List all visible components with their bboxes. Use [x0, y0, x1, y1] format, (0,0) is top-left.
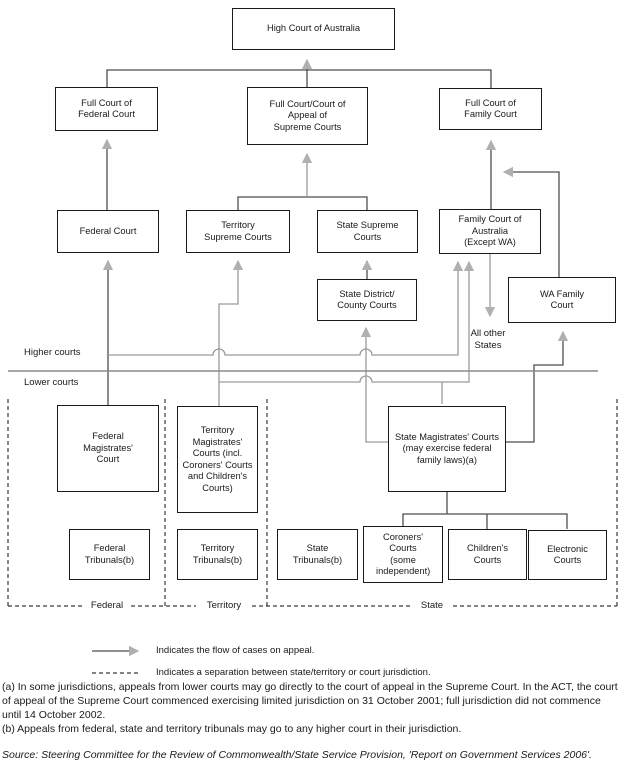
box-federal-tribunals: Federal Tribunals(b): [69, 529, 150, 580]
box-territory-magistrates: Territory Magistrates' Courts (incl. Cor…: [177, 406, 258, 513]
appeal-arrow-terrmagistrates-to-terrsupreme: [218, 259, 244, 406]
box-full-court-appeal-supreme: Full Court/Court of Appeal of Supreme Co…: [247, 87, 368, 145]
box-federal-court: Federal Court: [57, 210, 159, 253]
box-federal-magistrates: Federal Magistrates' Court: [57, 405, 159, 492]
box-state-tribunals: State Tribunals(b): [277, 529, 358, 580]
box-wa-family-court: WA Family Court: [508, 277, 616, 323]
footnotes: (a) In some jurisdictions, appeals from …: [2, 680, 622, 762]
box-electronic-courts: Electronic Courts: [528, 530, 607, 580]
label-jurisdiction-federal: Federal: [90, 600, 124, 611]
box-full-court-federal: Full Court of Federal Court: [55, 87, 158, 131]
connector-top-tree: [106, 69, 492, 88]
appeal-arrow-statemagistrates-to-wafamily: [506, 330, 569, 443]
box-full-court-family: Full Court of Family Court: [439, 88, 542, 130]
appeal-arrow-statemagistrates-to-district: [360, 326, 388, 443]
label-higher-courts: Higher courts: [24, 347, 81, 358]
box-childrens-courts: Children's Courts: [448, 529, 527, 580]
label-jurisdiction-territory: Territory: [206, 600, 242, 611]
box-coroners-courts: Coroners' Courts (some independent): [363, 526, 443, 583]
lower-courts-line: [219, 260, 475, 383]
footnote-b: (b) Appeals from federal, state and terr…: [2, 723, 462, 735]
label-all-other-states: All other States: [470, 328, 506, 351]
source-note: Source: Steering Committee for the Revie…: [2, 749, 592, 761]
box-territory-tribunals: Territory Tribunals(b): [177, 529, 258, 580]
label-jurisdiction-state: State: [420, 600, 444, 611]
box-state-magistrates: State Magistrates' Courts (may exercise …: [388, 406, 506, 492]
label-lower-courts: Lower courts: [24, 377, 79, 388]
footnote-a: (a) In some jurisdictions, appeals from …: [2, 681, 618, 721]
appeal-arrow-wafamily-to-fullfamily: [502, 166, 560, 277]
box-state-district-county: State District/ County Courts: [317, 279, 417, 321]
box-high-court: High Court of Australia: [232, 8, 395, 50]
box-state-supreme: State Supreme Courts: [317, 210, 418, 253]
box-territory-supreme: Territory Supreme Courts: [186, 210, 290, 253]
connector-supreme-tree: [237, 196, 368, 210]
box-family-court-australia: Family Court of Australia (Except WA): [439, 209, 541, 254]
higher-courts-line: [108, 260, 464, 356]
legend-separation-text: Indicates a separation between state/ter…: [156, 667, 431, 678]
legend-flow-text: Indicates the flow of cases on appeal.: [156, 645, 315, 656]
connector-statemagistrates-children: [402, 492, 568, 529]
